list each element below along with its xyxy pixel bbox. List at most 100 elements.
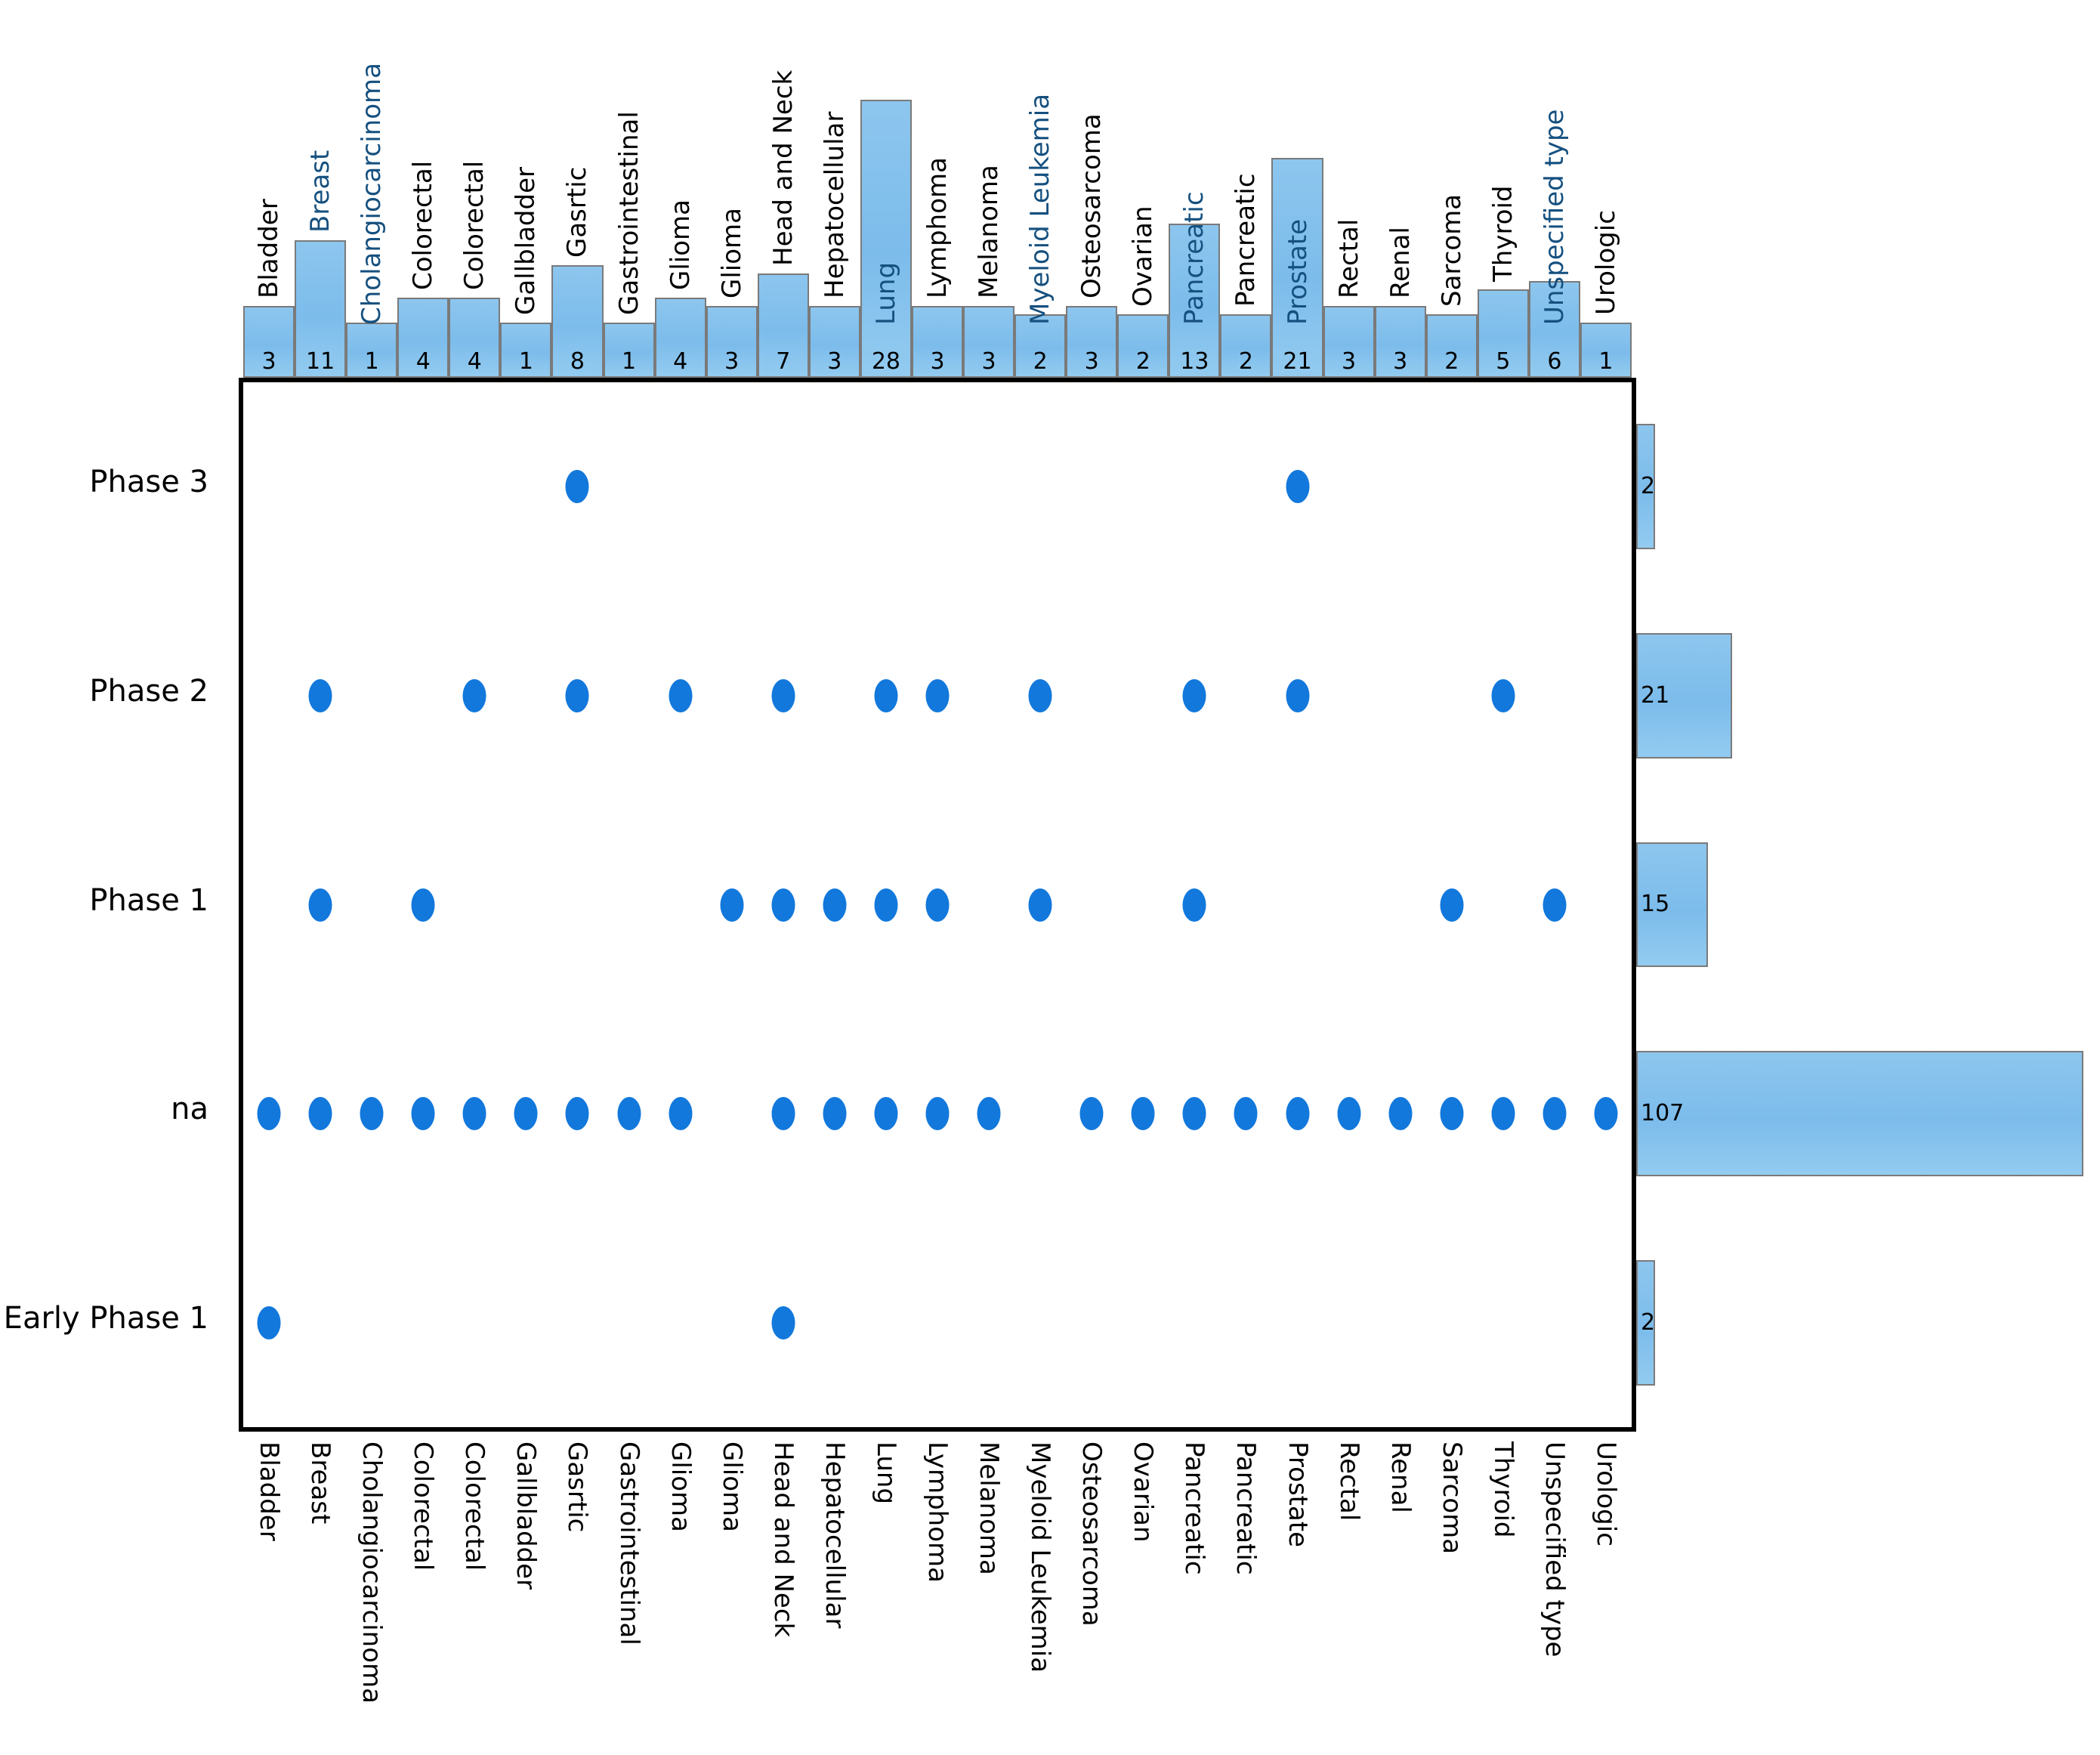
x-axis-label-bottom: Bladder [254, 1441, 285, 1541]
top-bar-value: 28 [871, 348, 900, 375]
top-bar [1014, 314, 1067, 378]
top-bar-value: 2 [1238, 348, 1253, 375]
x-axis-label-top: Melanoma [974, 165, 1005, 299]
x-axis-label-bottom: Head and Neck [767, 1441, 798, 1638]
x-axis-label-top: Pancreatic [1179, 191, 1210, 325]
x-axis-label-top: Cholangiocarcinoma [357, 63, 388, 325]
x-axis-label-top: Glioma [665, 199, 696, 291]
x-axis-label-column: Gallbladder [500, 1441, 551, 1751]
top-bar-value: 1 [1598, 348, 1614, 375]
x-axis-label-column: Renal [1375, 1441, 1426, 1751]
x-axis-label-bottom: Glioma [716, 1441, 747, 1532]
top-bar [243, 306, 295, 378]
x-axis-label-bottom: Colorectal [408, 1441, 439, 1571]
top-bar-value: 3 [1342, 348, 1357, 375]
right-bar-value: 2 [1641, 473, 1656, 500]
x-axis-label-top: Bladder [254, 199, 285, 299]
x-axis-label-column: Prostate [1271, 1441, 1323, 1751]
x-axis-label-top: Gasrtic [562, 166, 593, 258]
x-axis-label-top: Osteosarcoma [1076, 113, 1107, 299]
top-bar-value: 7 [776, 348, 791, 375]
x-axis-label-top: Colorectal [408, 161, 439, 291]
top-bar [1528, 281, 1580, 378]
x-axis-label-column: Gastrointestinal [604, 1441, 655, 1751]
x-axis-label-column: Colorectal [449, 1441, 500, 1751]
right-bar-row: 21 [1636, 632, 2089, 759]
x-axis-label-top: Lung [870, 261, 901, 325]
x-axis-label-bottom: Melanoma [974, 1441, 1005, 1575]
y-axis-label: Phase 1 [89, 882, 208, 918]
x-axis-label-bottom: Prostate [1282, 1441, 1313, 1548]
top-bar [911, 306, 964, 378]
x-axis-label-column: Glioma [706, 1441, 758, 1751]
top-bar [1066, 306, 1118, 378]
x-axis-label-bottom: Gallbladder [511, 1441, 542, 1590]
x-axis-label-top: Colorectal [459, 161, 490, 291]
right-bar-row: 107 [1636, 1051, 2089, 1177]
x-axis-label-column: Gasrtic [551, 1441, 603, 1751]
y-axis-label: na [171, 1092, 208, 1127]
top-bar [1117, 314, 1169, 378]
x-axis-label-column: Cholangiocarcinoma [346, 1441, 397, 1751]
x-axis-label-bottom: Urologic [1590, 1441, 1621, 1546]
top-bar [1580, 323, 1632, 378]
top-bar [603, 323, 655, 378]
right-bar [1636, 1051, 2083, 1177]
x-axis-label-bottom: Pancreatic [1179, 1441, 1210, 1575]
x-axis-label-column: Urologic [1580, 1441, 1632, 1751]
x-axis-label-top: Gastrointestinal [613, 111, 644, 316]
top-bar [1220, 314, 1272, 378]
top-bar-value: 8 [570, 348, 585, 375]
x-axis-label-top: Glioma [716, 208, 747, 299]
top-bar [860, 100, 912, 378]
x-axis-label-column: Lung [860, 1441, 912, 1751]
x-axis-label-column: Glioma [655, 1441, 706, 1751]
x-axis-label-top: Thyroid [1487, 185, 1518, 283]
top-bar-value: 4 [673, 348, 688, 375]
right-bar [1636, 1259, 1655, 1386]
x-axis-label-bottom: Gastrointestinal [613, 1441, 644, 1645]
x-axis-label-top: Hepatocellular [819, 111, 850, 299]
x-axis-label-bottom: Breast [305, 1441, 336, 1525]
x-axis-label-column: Pancreatic [1220, 1441, 1271, 1751]
top-bar-value: 13 [1180, 348, 1209, 375]
x-axis-label-bottom: Sarcoma [1436, 1441, 1467, 1555]
dot-matrix-plot [239, 378, 1636, 1432]
top-bar [1374, 306, 1426, 378]
x-axis-label-bottom: Colorectal [459, 1441, 490, 1571]
top-bar-value: 3 [1393, 348, 1408, 375]
right-bar-row: 2 [1636, 424, 2089, 550]
top-bar [1425, 314, 1478, 378]
x-axis-label-top: Urologic [1590, 210, 1621, 316]
x-axis-label-bottom: Myeloid Leukemia [1025, 1441, 1056, 1673]
x-axis-label-top: Myeloid Leukemia [1025, 93, 1056, 325]
x-axis-label-column: Hepatocellular [809, 1441, 860, 1751]
x-axis-label-top: Renal [1385, 227, 1416, 299]
top-bar-value: 3 [981, 348, 996, 375]
x-axis-label-top: Prostate [1282, 218, 1313, 325]
top-bar-value: 4 [415, 348, 431, 375]
right-bar-value: 15 [1641, 891, 1670, 918]
top-bar [500, 323, 552, 378]
x-axis-label-bottom: Glioma [665, 1441, 696, 1532]
x-axis-label-top: Lymphoma [922, 157, 953, 299]
x-axis-label-column: Rectal [1323, 1441, 1375, 1751]
x-axis-label-bottom: Lymphoma [922, 1441, 953, 1583]
top-bar [397, 298, 449, 378]
x-axis-label-bottom: Lung [870, 1441, 901, 1505]
x-axis-label-column: Osteosarcoma [1066, 1441, 1117, 1751]
top-bar-value: 3 [724, 348, 740, 375]
top-bar-value: 4 [467, 348, 482, 375]
top-bar-value: 2 [1135, 348, 1150, 375]
x-axis-label-column: Lymphoma [912, 1441, 963, 1751]
top-bar [757, 273, 809, 378]
top-bar [808, 306, 860, 378]
top-bar-value: 2 [1444, 348, 1459, 375]
x-axis-label-column: Head and Neck [758, 1441, 809, 1751]
top-bar-value: 3 [827, 348, 842, 375]
x-axis-label-top: Unspecified type [1539, 109, 1570, 325]
top-bar-value: 5 [1496, 348, 1511, 375]
